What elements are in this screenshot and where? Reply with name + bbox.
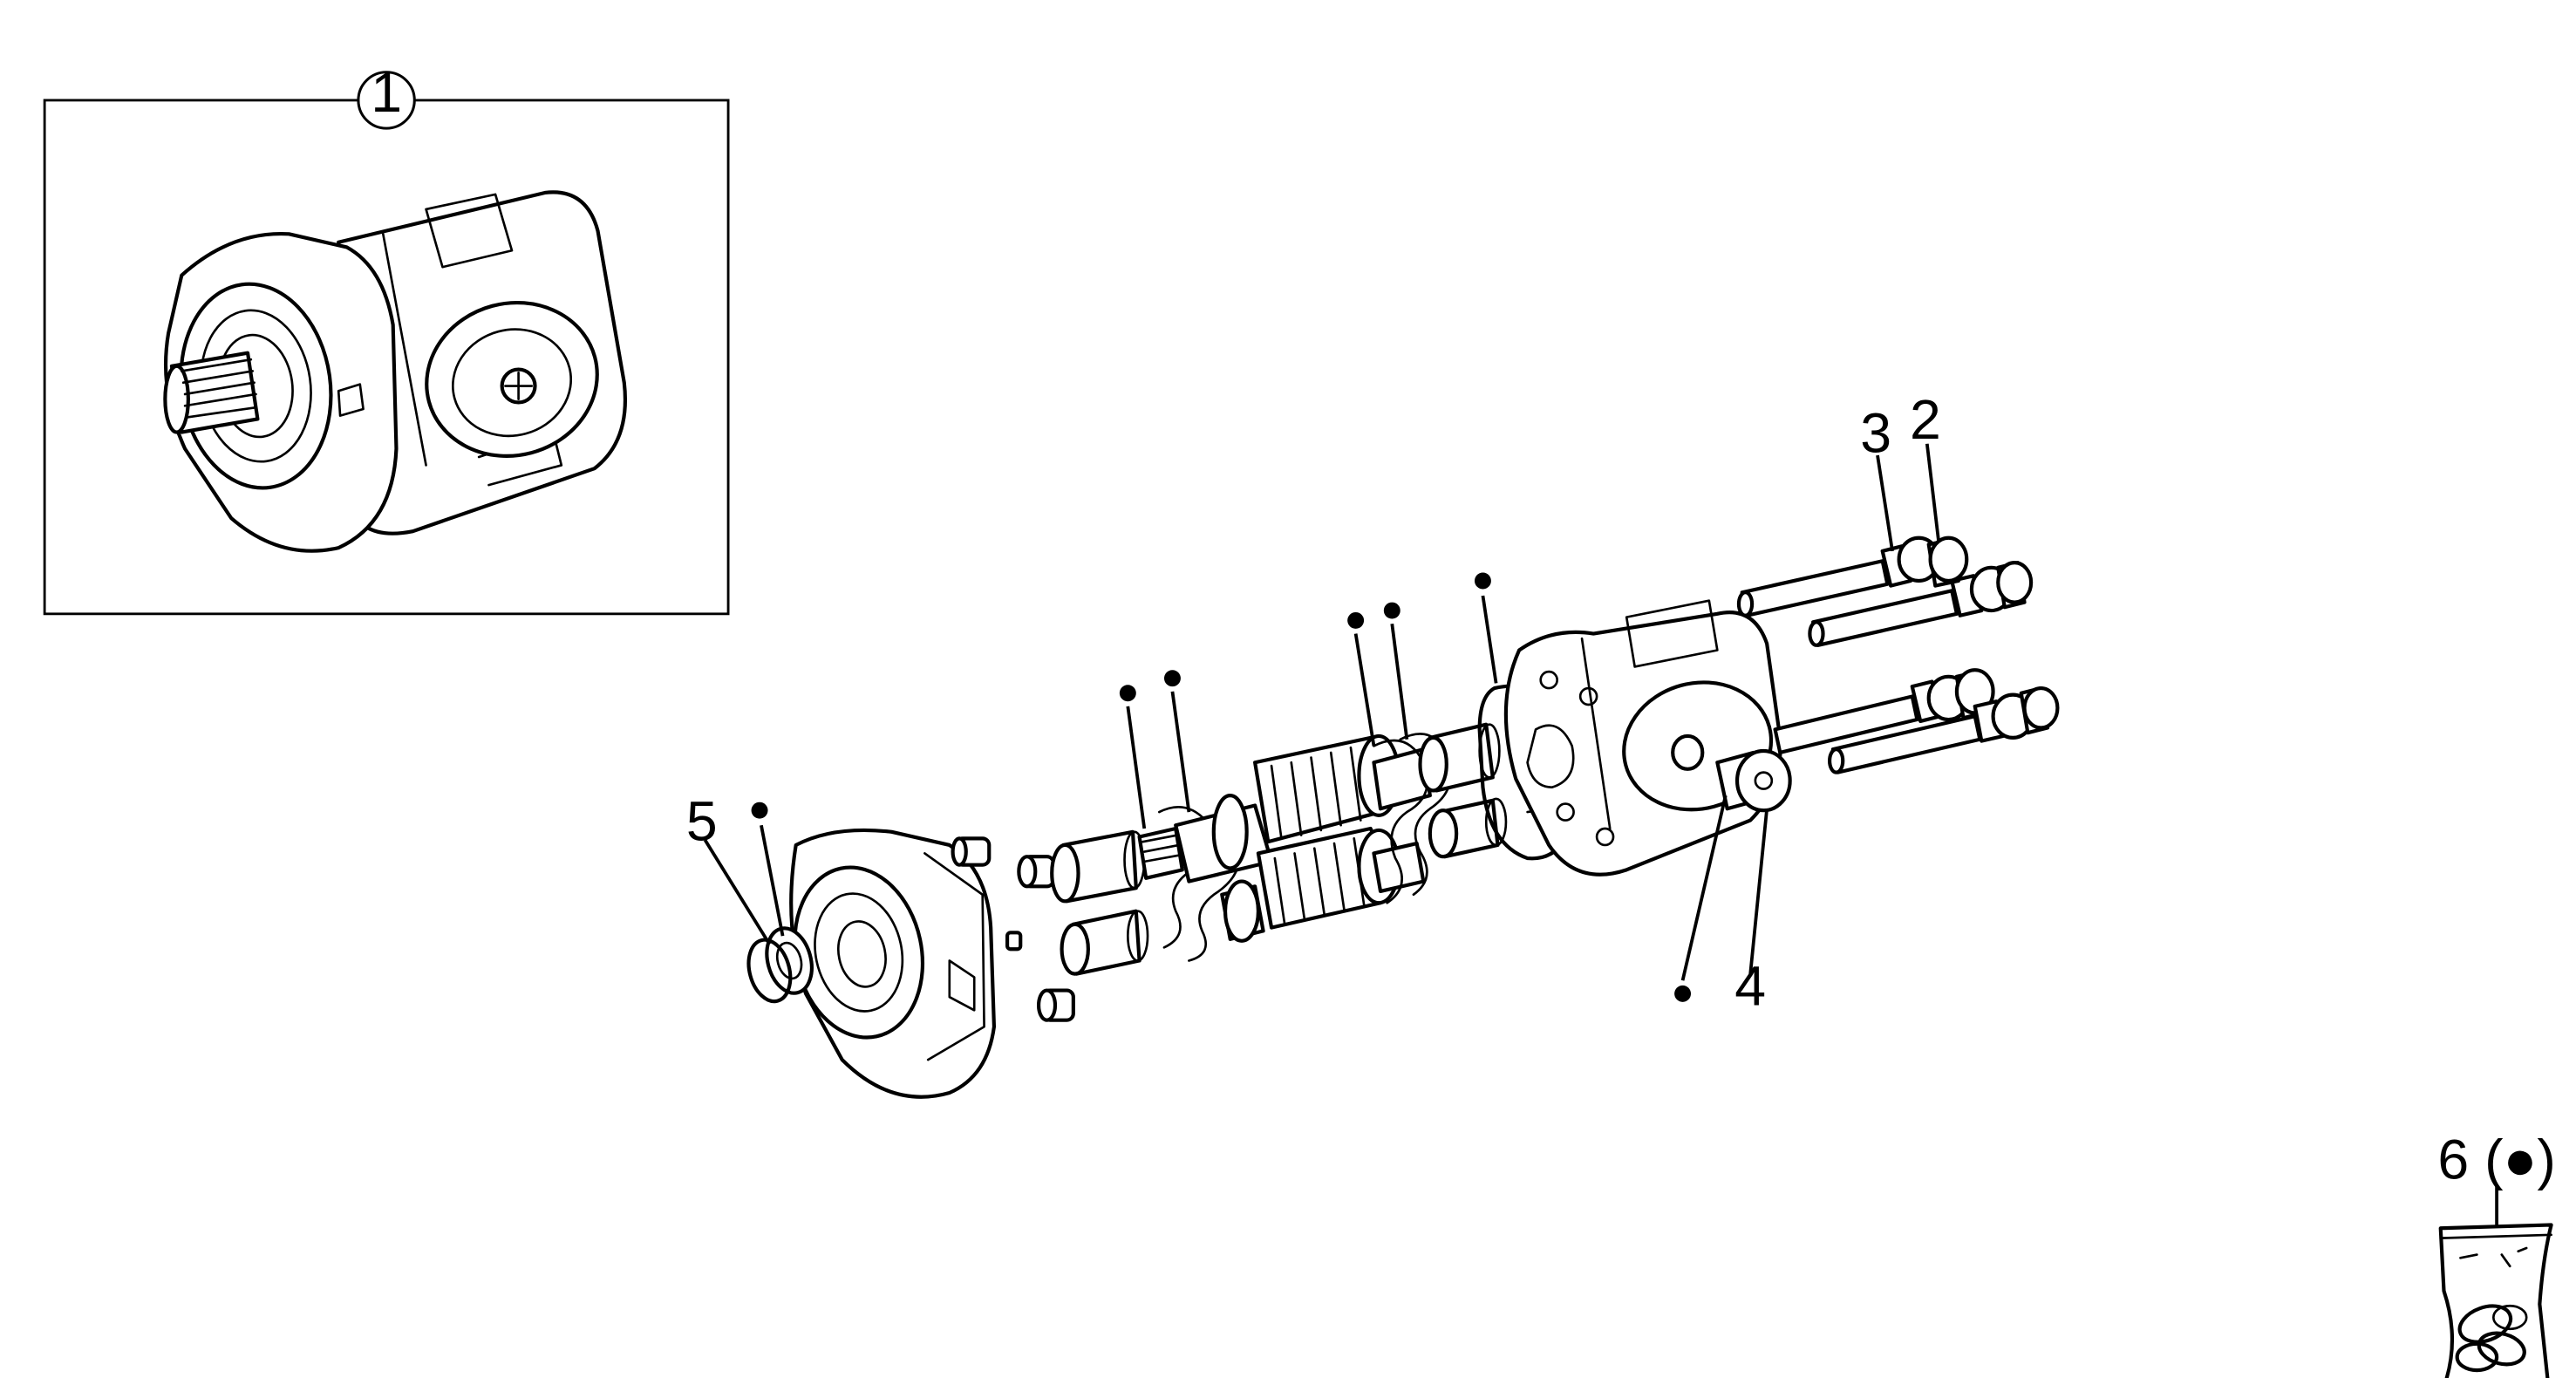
callout-6: 6 (●) (2437, 1128, 2555, 1190)
marker-dot (1119, 685, 1136, 702)
marker-dot (1474, 572, 1491, 590)
through-bolts[interactable] (1736, 536, 2060, 774)
port-plug[interactable] (1715, 748, 1792, 813)
seal-kit-bag-icon[interactable] (2438, 1223, 2553, 1378)
callout-3: 3 (1860, 401, 1891, 464)
assembled-view-inset[interactable]: 1 (43, 61, 730, 616)
leader-lines (703, 443, 2499, 1229)
callout-5: 5 (686, 789, 718, 852)
dowel-pins[interactable] (951, 836, 1075, 1022)
callout-1: 1 (371, 61, 402, 124)
marker-dot (1347, 611, 1365, 629)
marker-dot (1163, 670, 1181, 687)
front-bushings[interactable] (1050, 829, 1149, 976)
front-cover[interactable] (742, 828, 997, 1099)
callout-4: 4 (1734, 955, 1766, 1018)
callout-2: 2 (1910, 388, 1941, 451)
driven-gear-shaft[interactable] (1220, 826, 1426, 943)
seal-kit-markers (751, 572, 1692, 1002)
assembled-pump-illustration (163, 190, 627, 553)
marker-dot (1674, 985, 1692, 1002)
rear-bushings[interactable] (1418, 722, 1508, 859)
marker-dot (751, 802, 768, 819)
drive-gear-shaft[interactable] (1137, 733, 1432, 883)
marker-dot (1383, 602, 1400, 619)
rear-housing[interactable] (1503, 599, 1786, 877)
